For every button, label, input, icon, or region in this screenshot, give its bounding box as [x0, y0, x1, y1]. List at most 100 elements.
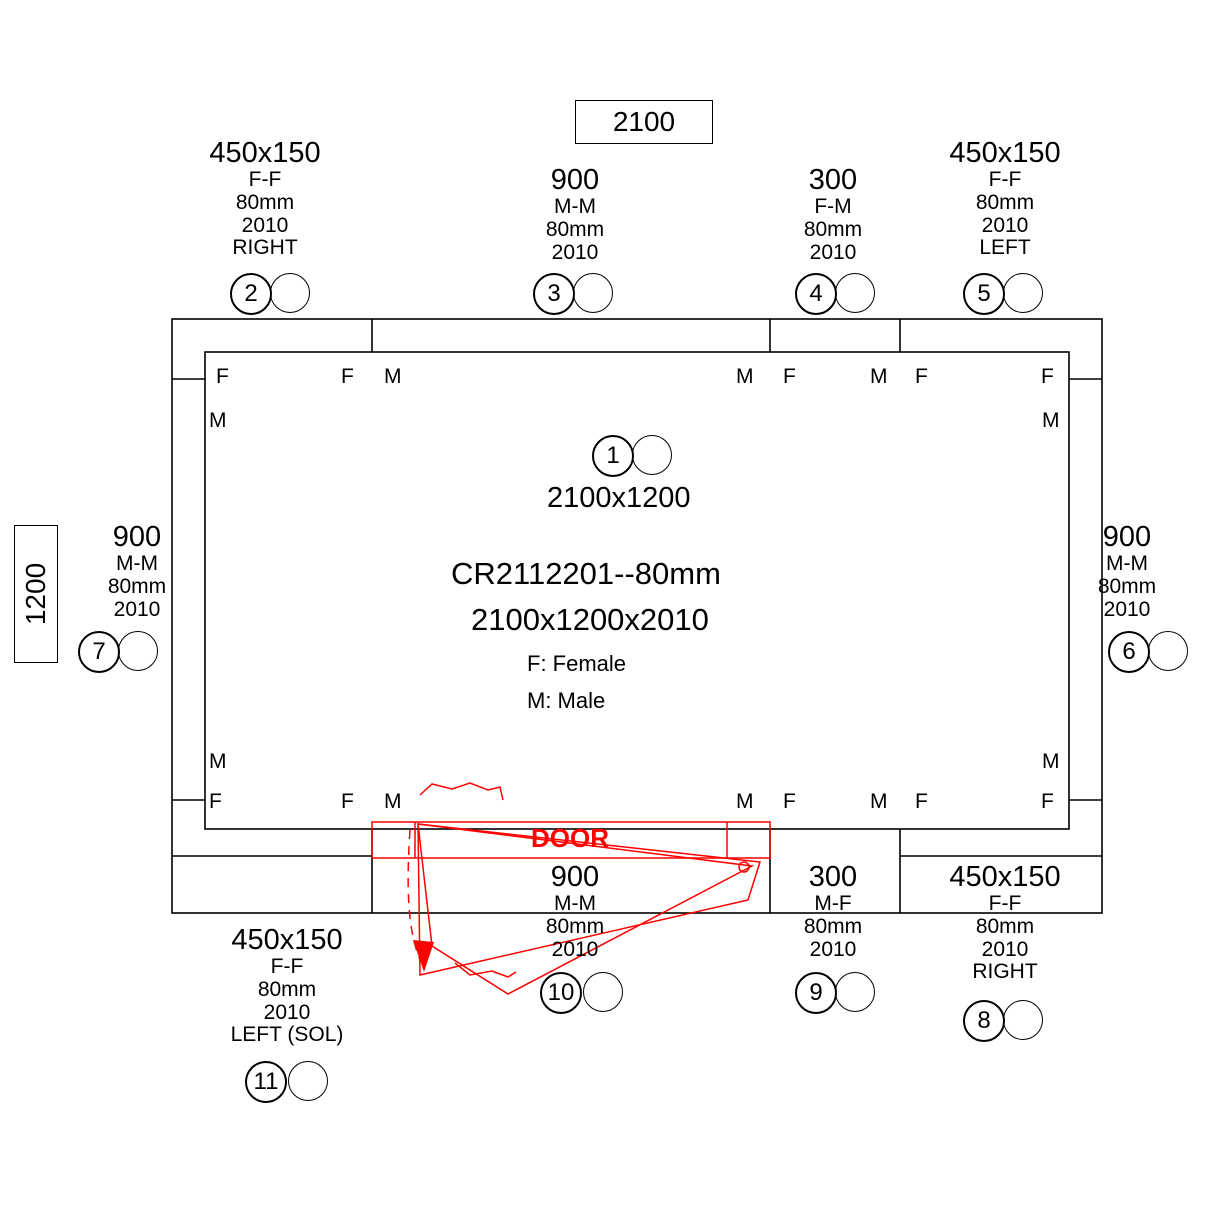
edge-letter-bottom-6: M	[870, 790, 888, 813]
panel-callout-9-qty-bubble[interactable]	[835, 972, 875, 1012]
panel-5-thickness: 80mm	[975, 190, 1035, 214]
panel-callout-11[interactable]: 11	[245, 1061, 287, 1103]
panel-label-3: 900 M-M 80mm 2010	[410, 164, 740, 264]
panel-callout-9[interactable]: 9	[795, 972, 837, 1014]
panel-callout-6-qty-bubble[interactable]	[1148, 631, 1188, 671]
panel-8-thickness: 80mm	[975, 914, 1035, 938]
left-dimension-value: 1200	[20, 562, 52, 626]
panel-callout-1[interactable]: 1	[592, 435, 634, 477]
panel-2-thickness: 80mm	[235, 190, 295, 214]
panel-callout-5-number: 5	[977, 280, 991, 307]
panel-9-height: 2010	[809, 937, 857, 961]
panel-9-size: 300	[808, 861, 858, 893]
edge-letter-top-1: F	[216, 365, 229, 388]
panel-8-hand: RIGHT	[972, 960, 1038, 984]
panel-label-4: 300 F-M 80mm 2010	[668, 164, 998, 264]
panel-9-joint: M-F	[814, 892, 852, 916]
panel-5-hand: LEFT	[979, 236, 1031, 260]
panel-label-5: 450x150 F-F 80mm 2010 LEFT	[840, 137, 1170, 260]
panel-callout-11-qty-bubble[interactable]	[288, 1061, 328, 1101]
panel-callout-11-number: 11	[253, 1068, 279, 1095]
panel-2-joint: F-F	[248, 168, 282, 192]
edge-letter-top-2: F	[341, 365, 354, 388]
edge-letter-bottom-1: F	[209, 790, 222, 813]
panel-callout-6[interactable]: 6	[1108, 631, 1150, 673]
edge-letter-top-4: M	[736, 365, 754, 388]
panel-3-height: 2010	[551, 240, 599, 264]
part-number-title: CR2112201--80mm	[451, 556, 721, 591]
panel-callout-7[interactable]: 7	[78, 631, 120, 673]
panel-7-thickness: 80mm	[107, 574, 167, 598]
edge-letter-left-1: M	[209, 409, 227, 432]
edge-letter-right-2: M	[1042, 750, 1060, 773]
panel-callout-4-qty-bubble[interactable]	[835, 273, 875, 313]
edge-letter-bottom-2: F	[341, 790, 354, 813]
edge-letter-top-7: F	[915, 365, 928, 388]
panel-4-size: 300	[808, 164, 858, 196]
top-dimension-value: 2100	[612, 106, 676, 137]
panel-callout-3-qty-bubble[interactable]	[573, 273, 613, 313]
panel-callout-7-qty-bubble[interactable]	[118, 631, 158, 671]
center-size-label: 2100x1200	[547, 482, 691, 514]
panel-callout-10-qty-bubble[interactable]	[583, 972, 623, 1012]
part-dimensions-title: 2100x1200x2010	[471, 602, 709, 637]
panel-callout-10[interactable]: 10	[540, 972, 582, 1014]
panel-8-height: 2010	[981, 937, 1029, 961]
panel-7-height: 2010	[113, 597, 161, 621]
panel-callout-4-number: 4	[809, 280, 823, 307]
edge-letter-top-6: M	[870, 365, 888, 388]
panel-callout-3[interactable]: 3	[533, 273, 575, 315]
panel-2-size: 450x150	[209, 137, 321, 169]
panel-10-joint: M-M	[554, 892, 596, 916]
panel-6-size: 900	[1102, 521, 1152, 553]
panel-label-6: 900 M-M 80mm 2010	[1052, 521, 1202, 621]
panel-callout-8[interactable]: 8	[963, 1000, 1005, 1042]
legend-female: F: Female	[527, 651, 627, 676]
panel-callout-1-qty-bubble[interactable]	[632, 435, 672, 475]
panel-9-thickness: 80mm	[803, 914, 863, 938]
panel-11-joint: F-F	[270, 955, 304, 979]
panel-3-joint: M-M	[554, 195, 596, 219]
panel-8-joint: F-F	[988, 892, 1022, 916]
panel-callout-5[interactable]: 5	[963, 273, 1005, 315]
panel-11-thickness: 80mm	[257, 977, 317, 1001]
panel-callout-10-number: 10	[547, 979, 575, 1006]
panel-callout-1-number: 1	[606, 442, 620, 469]
panel-label-10: 900 M-M 80mm 2010	[425, 861, 725, 961]
edge-letter-left-2: M	[209, 750, 227, 773]
panel-callout-9-number: 9	[809, 979, 823, 1006]
edge-letter-bottom-8: F	[1041, 790, 1054, 813]
edge-letter-bottom-3: M	[384, 790, 402, 813]
panel-10-height: 2010	[551, 937, 599, 961]
edge-letter-top-5: F	[783, 365, 796, 388]
panel-label-9: 300 M-F 80mm 2010	[668, 861, 998, 961]
panel-label-7: 900 M-M 80mm 2010	[62, 521, 212, 621]
panel-5-size: 450x150	[949, 137, 1061, 169]
panel-6-height: 2010	[1103, 597, 1151, 621]
panel-callout-7-number: 7	[92, 638, 106, 665]
panel-3-size: 900	[550, 164, 600, 196]
panel-callout-2[interactable]: 2	[230, 273, 272, 315]
panel-callout-2-qty-bubble[interactable]	[270, 273, 310, 313]
door-assembly	[371, 782, 771, 995]
panel-callout-3-number: 3	[547, 280, 561, 307]
panel-2-height: 2010	[241, 213, 289, 237]
panel-5-height: 2010	[981, 213, 1029, 237]
panel-2-hand: RIGHT	[232, 236, 298, 260]
panel-7-joint: M-M	[116, 552, 158, 576]
panel-callout-5-qty-bubble[interactable]	[1003, 273, 1043, 313]
left-dimension-box: 1200	[14, 525, 58, 663]
panel-callout-8-qty-bubble[interactable]	[1003, 1000, 1043, 1040]
panel-callout-8-number: 8	[977, 1007, 991, 1034]
panel-6-thickness: 80mm	[1097, 574, 1157, 598]
panel-4-joint: F-M	[814, 195, 852, 219]
panel-3-thickness: 80mm	[545, 217, 605, 241]
panel-callout-4[interactable]: 4	[795, 273, 837, 315]
panel-11-height: 2010	[263, 1000, 311, 1024]
edge-letter-right-1: M	[1042, 409, 1060, 432]
panel-10-thickness: 80mm	[545, 914, 605, 938]
edge-letter-bottom-7: F	[915, 790, 928, 813]
legend-male: M: Male	[527, 688, 606, 713]
